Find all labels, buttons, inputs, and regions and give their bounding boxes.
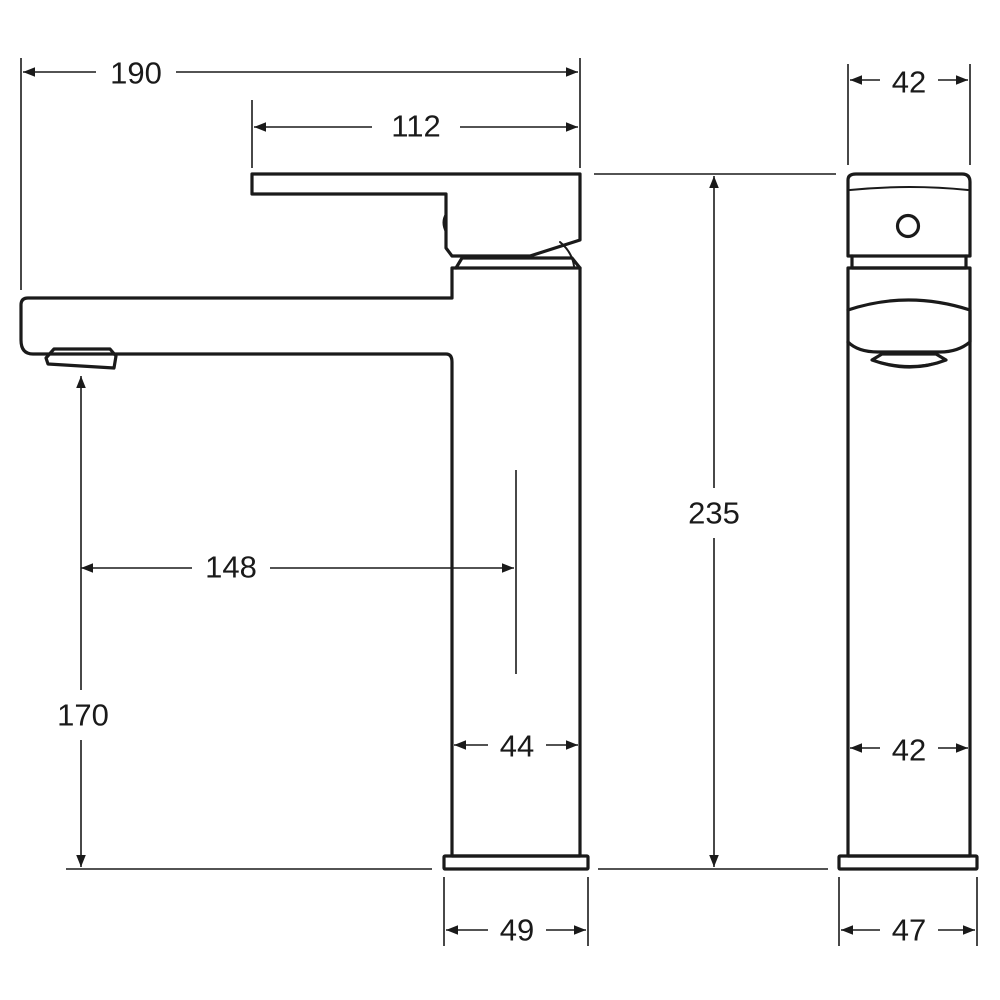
- side-base-plate: [837, 854, 979, 871]
- dim-overall-height: 235: [688, 496, 740, 531]
- side-body: [846, 266, 972, 858]
- side-view: [837, 172, 979, 871]
- front-aerator: [44, 347, 118, 370]
- front-base-plate: [442, 854, 590, 871]
- dim-side-body-width: 42: [892, 733, 926, 768]
- front-view: [19, 172, 590, 871]
- dim-side-top-width: 42: [892, 65, 926, 100]
- dim-base-width: 49: [500, 913, 534, 948]
- front-cartridge-detail: [442, 213, 447, 233]
- dim-body-width: 44: [500, 729, 534, 764]
- dim-overall-width: 190: [110, 56, 162, 91]
- dim-spout-reach: 148: [205, 550, 257, 585]
- front-body-spout-outline: [19, 266, 582, 858]
- side-spout-profile: [846, 298, 972, 354]
- extension-lines: [20, 58, 978, 946]
- dim-side-base-width: 47: [892, 913, 926, 948]
- front-collar: [454, 256, 582, 270]
- front-handle-base-curve: [559, 241, 575, 267]
- dim-lever-length: 112: [391, 109, 440, 144]
- side-handle-top-edge: [849, 186, 969, 191]
- side-collar: [850, 254, 968, 270]
- dimension-lines: [23, 67, 975, 935]
- front-lever-handle: [250, 172, 582, 258]
- side-indicator-circle: [895, 213, 921, 239]
- side-handle: [846, 172, 972, 258]
- side-aerator-mesh: [879, 361, 941, 367]
- dim-spout-height: 170: [57, 698, 109, 733]
- dimension-labels: 190 112 42 235 148 170 44 42 49 47: [57, 56, 926, 948]
